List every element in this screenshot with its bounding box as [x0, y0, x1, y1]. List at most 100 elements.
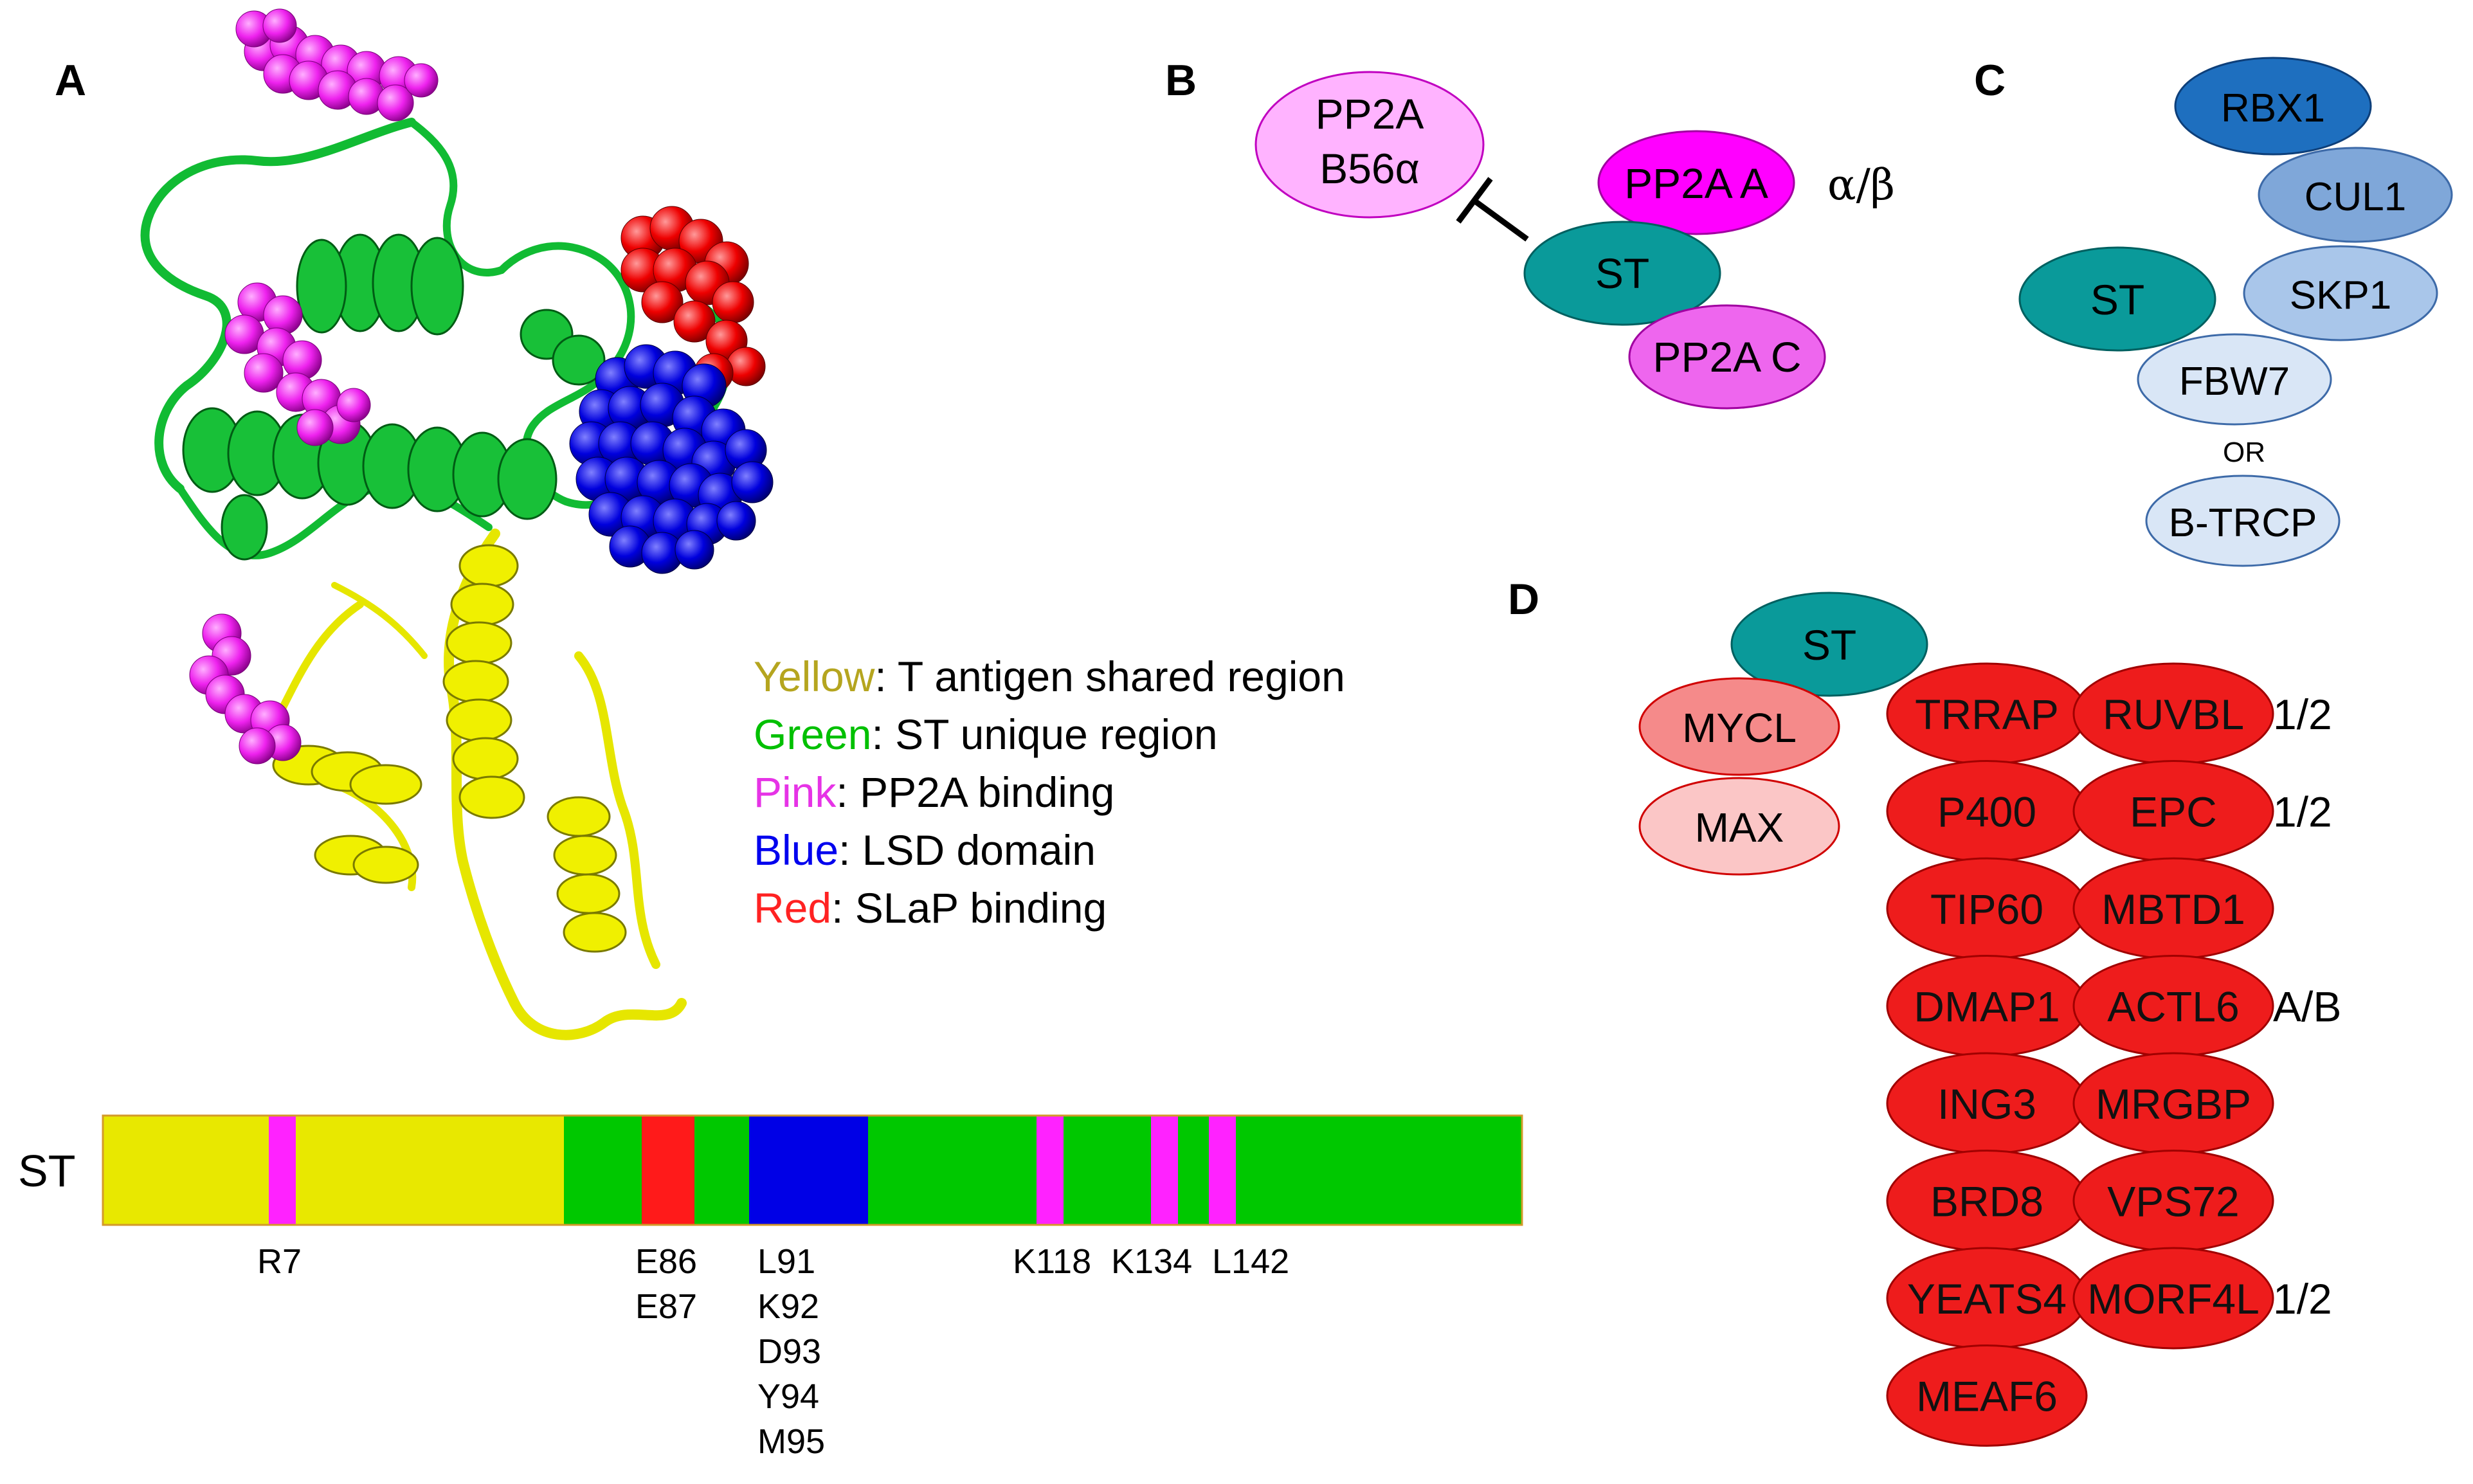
legend-description: : ST unique region [871, 710, 1217, 758]
st-node [1730, 592, 1928, 697]
pp2a-site-k134 [1151, 1116, 1178, 1225]
pp2a-site-l142 [1209, 1116, 1236, 1225]
pp2a-site-r7 [269, 1116, 296, 1225]
residue-label: L142 [1212, 1242, 1289, 1281]
right-subunit-node: MRGBP [2072, 1052, 2274, 1155]
subunit-label: BRD8 [1930, 1178, 2043, 1226]
pp2a-a-node [1597, 130, 1795, 235]
legend-description: : LSD domain [838, 826, 1096, 874]
residue-label: R7 [257, 1242, 302, 1281]
residue-label: E87 [635, 1287, 697, 1326]
fbw7-label: FBW7 [2179, 359, 2290, 404]
subunit-label: P400 [1937, 788, 2036, 836]
mycl-node [1638, 677, 1840, 776]
left-subunit-node: MEAF6 [1886, 1344, 2088, 1447]
legend-description: : PP2A binding [836, 768, 1114, 816]
left-subunit-node: TRRAP [1886, 662, 2088, 765]
right-subunit-node: MORF4L [2072, 1247, 2274, 1350]
pp2a-c-node [1628, 304, 1826, 410]
shared-region-segment [103, 1116, 564, 1225]
subunit-label: TRRAP [1915, 691, 2059, 738]
green-helices [182, 233, 606, 561]
right-subunit-node: EPC [2072, 760, 2274, 862]
max-node [1638, 777, 1840, 876]
pp2a-a-label: PP2A A [1624, 159, 1768, 207]
subunit-ellipse [1886, 1344, 2088, 1447]
pp2a-c-label: PP2A C [1653, 333, 1801, 381]
pp2a-b56-label-line2: B56α [1319, 145, 1420, 192]
subunit-isoform-suffix: 1/2 [2273, 788, 2332, 836]
rbx1-node [2174, 57, 2372, 156]
pp2a-a-isoform-label: α/β [1827, 160, 1895, 210]
left-subunit-node: YEATS4 [1886, 1247, 2088, 1350]
subunit-label: DMAP1 [1914, 983, 2060, 1031]
st-label: ST [2090, 276, 2144, 323]
mycl-label: MYCL [1682, 705, 1797, 751]
residue-label: E86 [635, 1242, 697, 1281]
st-domain-bar: ST R7 E86 E87 L91 K92 D93 Y94 M95 K118 K… [18, 1114, 1523, 1461]
legend-color-word: Pink [754, 768, 837, 816]
pp2a-b56-label-line1: PP2A [1316, 90, 1424, 138]
panel-d-letter: D [1508, 575, 1539, 624]
residue-label: K134 [1111, 1242, 1192, 1281]
subunit-isoform-suffix: A/B [2273, 983, 2341, 1031]
yellow-helices [272, 544, 627, 953]
subunit-isoform-suffix: 1/2 [2273, 1275, 2332, 1323]
pink-spheres-middle [224, 282, 371, 446]
legend-color-word: Blue [754, 826, 838, 874]
skp1-label: SKP1 [2290, 273, 2392, 318]
legend-description: : SLaP binding [831, 884, 1107, 932]
panel-b-diagram: PP2A B56α PP2A A α/β ST PP2A C [1255, 71, 1895, 410]
lsd-domain-segment [749, 1116, 868, 1225]
legend-entry-yellow: Yellow: T antigen shared region [754, 653, 1345, 700]
st-label: ST [1802, 621, 1856, 669]
residue-labels: R7 E86 E87 L91 K92 D93 Y94 M95 K118 K134… [257, 1242, 1289, 1461]
red-spheres [621, 206, 766, 393]
right-subunit-node: MBTD1 [2072, 857, 2274, 960]
panel-c-letter: C [1974, 56, 2006, 105]
legend-color-word: Yellow [754, 653, 875, 700]
or-label: OR [2223, 437, 2265, 468]
right-subunit-node: RUVBL [2072, 662, 2274, 765]
panel-c-diagram: RBX1 CUL1 SKP1 ST FBW7 OR B-TRCP [2018, 57, 2453, 567]
left-subunit-node: BRD8 [1886, 1150, 2088, 1252]
pink-spheres-bottom [189, 613, 302, 765]
protein-structure-illustration [140, 8, 774, 1040]
right-subunit-node: VPS72 [2072, 1150, 2274, 1252]
pp2a-site-k118 [1037, 1116, 1064, 1225]
residue-label: Y94 [757, 1377, 819, 1416]
legend-description: : T antigen shared region [874, 653, 1345, 700]
st-node [2018, 246, 2216, 352]
legend-entry-green: Green: ST unique region [754, 710, 1218, 758]
fbw7-node [2137, 333, 2332, 426]
subunit-label: MBTD1 [2101, 885, 2245, 933]
rbx1-label: RBX1 [2221, 86, 2325, 131]
skp1-node [2243, 245, 2438, 341]
left-subunit-node: TIP60 [1886, 857, 2088, 960]
subunit-label: MRGBP [2096, 1080, 2251, 1128]
inhibition-line [1471, 197, 1529, 242]
residue-label: D93 [757, 1332, 821, 1371]
btrcp-label: B-TRCP [2169, 501, 2317, 545]
slap-site-e86-e87 [642, 1116, 694, 1225]
subunit-label: VPS72 [2107, 1178, 2239, 1226]
left-subunit-node: DMAP1 [1886, 955, 2088, 1057]
residue-label: M95 [757, 1422, 825, 1461]
cul1-node [2258, 147, 2453, 243]
subunit-label: TIP60 [1930, 885, 2043, 933]
btrcp-node [2145, 475, 2341, 567]
subunit-label: ACTL6 [2107, 983, 2239, 1031]
max-label: MAX [1695, 804, 1784, 851]
legend-entry-blue: Blue: LSD domain [754, 826, 1096, 874]
left-subunit-node: P400 [1886, 760, 2088, 862]
pp2a-b56-node [1255, 71, 1485, 219]
subunit-label: EPC [2130, 788, 2217, 836]
blue-spheres [569, 344, 774, 574]
residue-label: K118 [1013, 1242, 1091, 1281]
legend-entry-pink: Pink: PP2A binding [754, 768, 1114, 816]
panel-d-diagram: ST MYCL MAX TRRAPP400TIP60DMAP1ING3BRD8Y… [1638, 592, 2341, 1447]
st-label: ST [1595, 249, 1649, 297]
domain-bar-label: ST [18, 1146, 75, 1196]
subunit-label: MORF4L [2087, 1275, 2260, 1323]
